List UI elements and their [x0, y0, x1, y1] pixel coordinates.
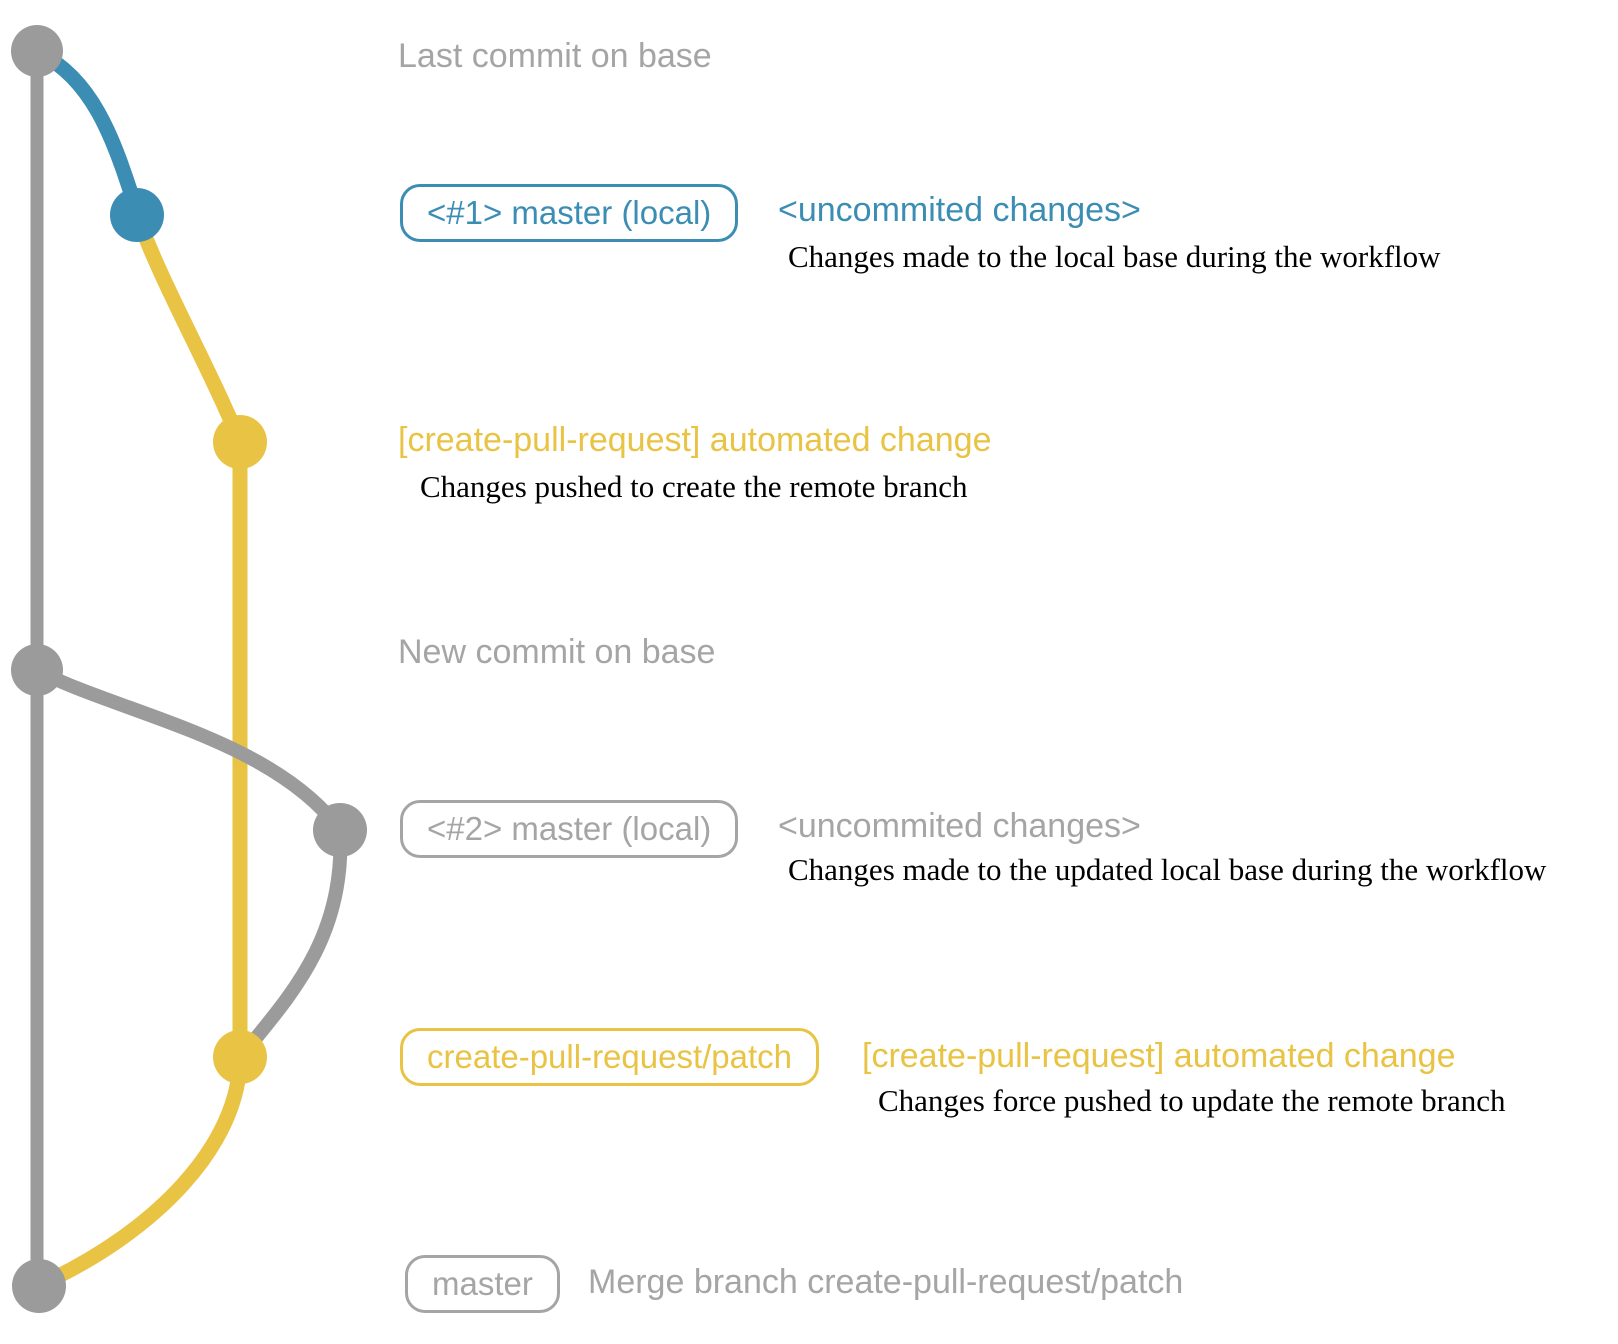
- commit-node-local-2: [313, 803, 367, 857]
- local-master-1-branch-curve: [29, 43, 145, 220]
- patch-branch-curve: [34, 207, 248, 1292]
- commit-description-2: Changes pushed to create the remote bran…: [420, 469, 968, 504]
- commit-message-uncommited-1: <uncommited changes>: [778, 191, 1141, 229]
- commit-description-1: Changes made to the local base during th…: [788, 239, 1441, 274]
- commit-node-merge: [12, 1259, 66, 1313]
- commit-node-local-1: [110, 188, 164, 242]
- branch-badge-create-pull-request-patch: create-pull-request/patch: [400, 1028, 820, 1086]
- annotation-new-commit-on-base: New commit on base: [398, 633, 716, 671]
- commit-message-merge: Merge branch create-pull-request/patch: [588, 1263, 1184, 1301]
- commit-node-patch-1: [213, 415, 267, 469]
- commit-message-automated-change-2: [create-pull-request] automated change: [862, 1037, 1456, 1075]
- branch-badge-master-local-2: <#2> master (local): [400, 800, 739, 858]
- annotation-last-commit-on-base: Last commit on base: [398, 37, 712, 75]
- local-master-2-branch-curve: [30, 663, 348, 1061]
- branch-badge-master: master: [405, 1255, 560, 1313]
- branch-badge-master-local-1: <#1> master (local): [400, 184, 739, 242]
- commit-node-patch-2: [213, 1030, 267, 1084]
- commit-message-automated-change-1: [create-pull-request] automated change: [398, 421, 992, 459]
- commit-description-4: Changes force pushed to update the remot…: [878, 1083, 1506, 1118]
- commit-message-uncommited-2: <uncommited changes>: [778, 807, 1141, 845]
- commit-node-last-base: [11, 25, 63, 77]
- commit-description-3: Changes made to the updated local base d…: [788, 852, 1547, 887]
- commit-node-new-base: [11, 644, 63, 696]
